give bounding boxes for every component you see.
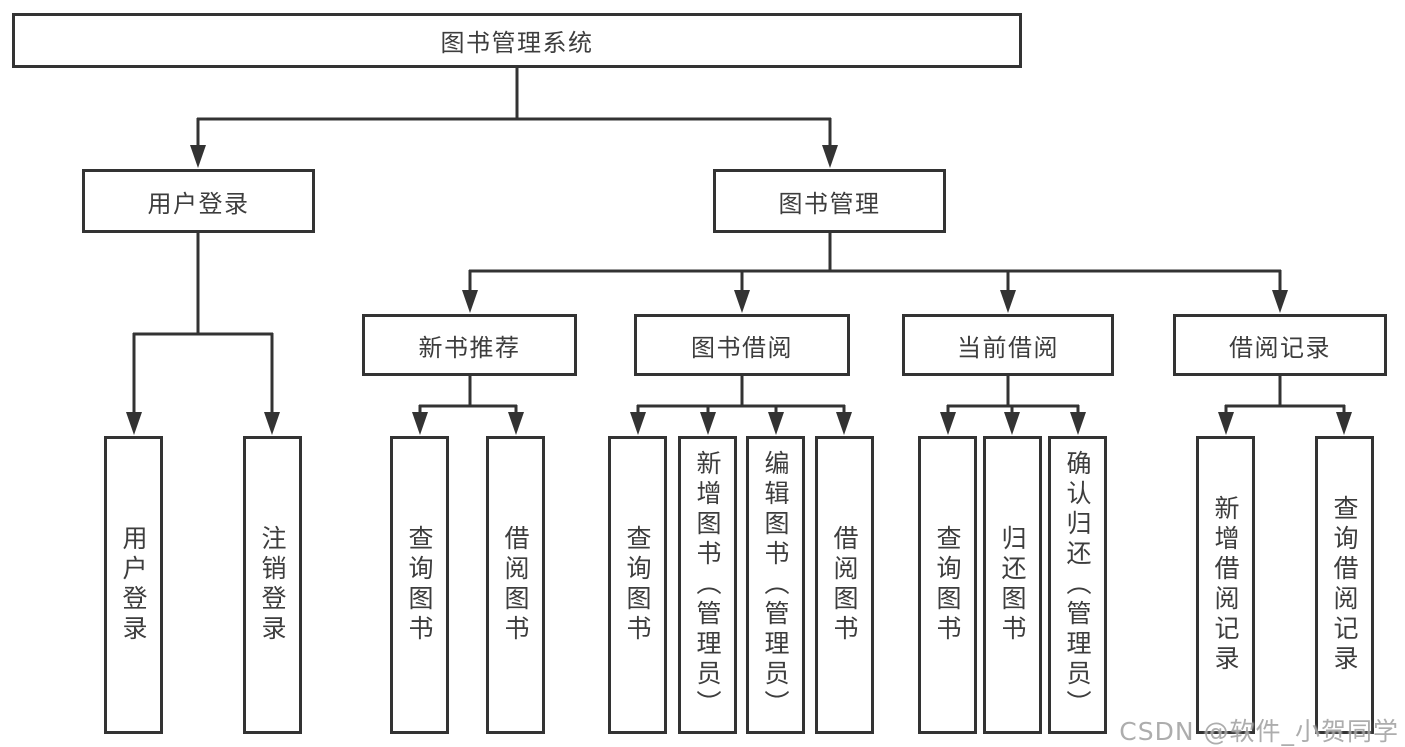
leaf-add-borrow-record: 新增借阅记录 <box>1196 436 1255 734</box>
leaf-query-borrow-record: 查询借阅记录 <box>1315 436 1374 734</box>
node-borrow-records: 借阅记录 <box>1173 314 1387 376</box>
leaf-query-books-recommend: 查询图书 <box>390 436 449 734</box>
leaf-user-login: 用户登录 <box>104 436 163 734</box>
leaf-query-books-current: 查询图书 <box>918 436 977 734</box>
leaf-logout: 注销登录 <box>243 436 302 734</box>
leaf-confirm-return-admin: 确认归还（管理员） <box>1048 436 1107 734</box>
node-new-book-recommend: 新书推荐 <box>362 314 577 376</box>
watermark: CSDN @软件_小贺同学 <box>1119 717 1399 746</box>
node-user-login: 用户登录 <box>82 169 315 233</box>
node-root-system: 图书管理系统 <box>12 13 1022 68</box>
node-book-borrow: 图书借阅 <box>634 314 850 376</box>
leaf-borrow-books-recommend: 借阅图书 <box>486 436 545 734</box>
leaf-edit-books-admin: 编辑图书（管理员） <box>746 436 805 734</box>
leaf-query-books-borrow: 查询图书 <box>608 436 667 734</box>
leaf-borrow-books: 借阅图书 <box>815 436 874 734</box>
node-current-borrow: 当前借阅 <box>902 314 1114 376</box>
leaf-add-books-admin: 新增图书（管理员） <box>678 436 737 734</box>
node-book-management: 图书管理 <box>713 169 946 233</box>
leaf-return-books: 归还图书 <box>983 436 1042 734</box>
